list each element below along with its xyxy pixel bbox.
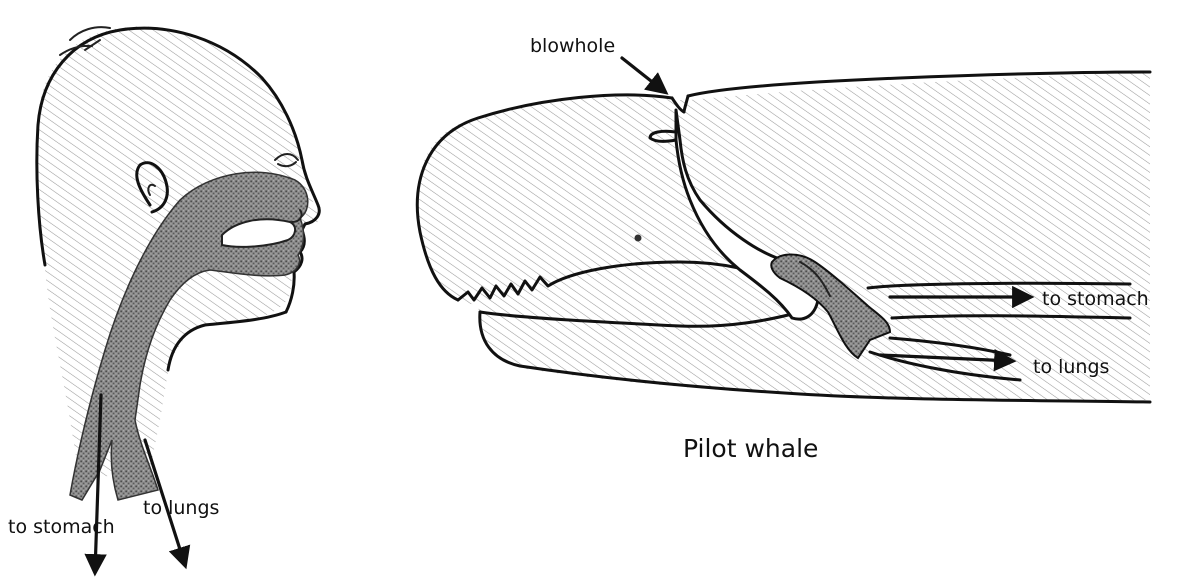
human-label-stomach: to stomach bbox=[8, 516, 115, 538]
human-label-lungs: to lungs bbox=[143, 497, 219, 519]
whale-label-stomach: to stomach bbox=[1042, 288, 1149, 310]
whale-arrow-blowhole bbox=[622, 58, 665, 92]
whale-label-blowhole: blowhole bbox=[530, 35, 615, 57]
whale-eye bbox=[635, 235, 642, 242]
human-figure: to stomach to lungs bbox=[8, 27, 320, 572]
whale-label-lungs: to lungs bbox=[1033, 356, 1109, 378]
whale-caption: Pilot whale bbox=[683, 434, 818, 463]
whale-figure: blowhole to stomach to lungs Pilot whale bbox=[417, 35, 1150, 463]
whale-body-shading bbox=[417, 72, 1150, 401]
